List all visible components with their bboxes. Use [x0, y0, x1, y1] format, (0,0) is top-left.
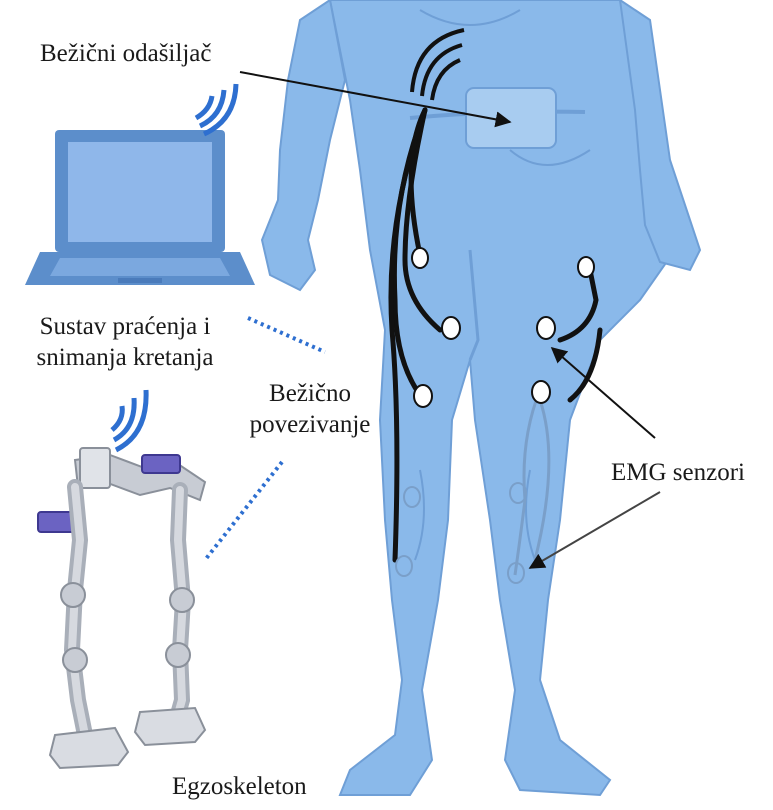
wireless-connection-label-line2: povezivanje [248, 409, 372, 440]
emg-sensors-label: EMG senzori [611, 457, 745, 488]
wireless-connection-label: Bežično povezivanje [248, 378, 372, 440]
emg-sensor [537, 317, 555, 339]
wireless-link-dots [248, 318, 325, 352]
emg-sensor [532, 381, 550, 403]
wireless-link-dots [205, 462, 282, 560]
exoskeleton-label: Egzoskeleton [172, 771, 307, 802]
transmitter-label: Bežični odašiljač [40, 38, 211, 69]
emg-sensor [442, 317, 460, 339]
emg-sensor [578, 257, 594, 277]
tracking-system-label: Sustav praćenja i snimanja kretanja [14, 311, 236, 373]
tracking-system-label-line1: Sustav praćenja i [14, 311, 236, 342]
wifi-signal-icon [196, 84, 236, 134]
emg-sensor [414, 385, 432, 407]
emg-sensor [412, 248, 428, 268]
exoskeleton-icon [38, 390, 205, 768]
laptop-icon [25, 130, 255, 285]
wireless-connection-label-line1: Bežično [248, 378, 372, 409]
tracking-system-label-line2: snimanja kretanja [14, 342, 236, 373]
